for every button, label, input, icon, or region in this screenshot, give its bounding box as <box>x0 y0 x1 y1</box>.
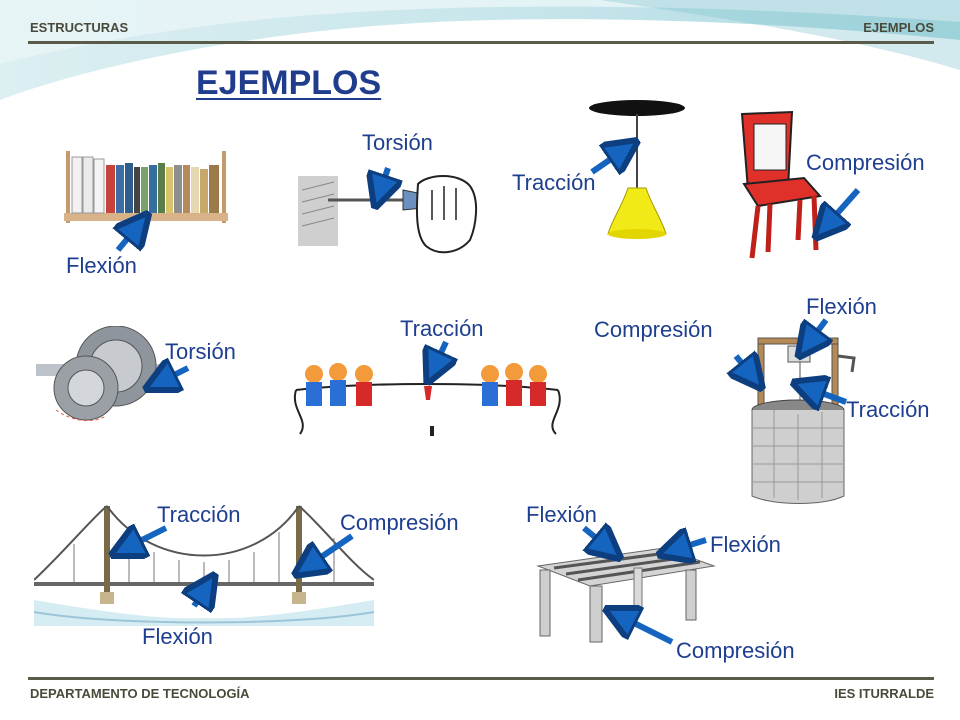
arrow-flexion-frame-top <box>582 528 608 548</box>
label-flexion-bridge: Flexión <box>142 624 213 649</box>
arrow-flexion-frame-right <box>674 540 707 550</box>
footer-right-text: IES ITURRALDE <box>834 686 934 701</box>
header-right-text: EJEMPLOS <box>863 20 934 35</box>
page-title: EJEMPLOS <box>196 64 382 102</box>
footer-left-text: DEPARTAMENTO DE TECNOLOGÍA <box>30 686 250 701</box>
red-chair-image <box>740 110 822 259</box>
arrow-compresion-chair <box>826 188 861 226</box>
ceiling-lamp-image <box>589 100 685 239</box>
label-traccion-rope: Tracción <box>400 316 484 341</box>
label-torsion-screwdriver: Torsión <box>362 130 433 155</box>
arrow-flexion-shelf <box>118 226 138 252</box>
label-traccion-lamp: Tracción <box>512 170 596 195</box>
header-left-text: ESTRUCTURAS <box>30 20 129 35</box>
label-flexion-well: Flexión <box>806 294 877 319</box>
header-rule <box>28 41 934 44</box>
arrow-traccion-rope <box>434 340 446 368</box>
label-traccion-well: Tracción <box>846 397 930 422</box>
arrow-traccion-bridge <box>126 528 168 548</box>
label-compresion-bridge: Compresión <box>340 510 459 535</box>
screwdriver-hand-image <box>298 175 477 254</box>
arrow-compresion-well <box>736 356 752 376</box>
label-compresion-well: Compresión <box>594 317 713 342</box>
footer-rule <box>28 677 934 680</box>
label-flexion-shelf: Flexión <box>66 253 137 278</box>
tug-of-war-image <box>293 363 561 436</box>
header-background-swoosh <box>0 0 960 100</box>
gears-image <box>36 326 166 421</box>
label-flexion-frame-top: Flexión <box>526 502 597 527</box>
label-traccion-bridge: Tracción <box>157 502 241 527</box>
arrow-torsion-gears <box>160 368 190 382</box>
arrow-compresion-bridge <box>308 533 354 566</box>
label-compresion-chair: Compresión <box>806 150 925 175</box>
arrow-torsion-screwdriver <box>380 167 388 192</box>
arrow-traccion-well <box>808 388 848 402</box>
label-flexion-frame-right: Flexión <box>710 532 781 557</box>
arrow-compresion-frame <box>620 616 674 645</box>
arrow-flexion-bridge <box>194 588 206 606</box>
arrow-flexion-well <box>808 318 826 344</box>
label-torsion-gears: Torsión <box>165 339 236 364</box>
arrow-traccion-lamp <box>590 150 624 172</box>
label-compresion-frame: Compresión <box>676 638 795 663</box>
